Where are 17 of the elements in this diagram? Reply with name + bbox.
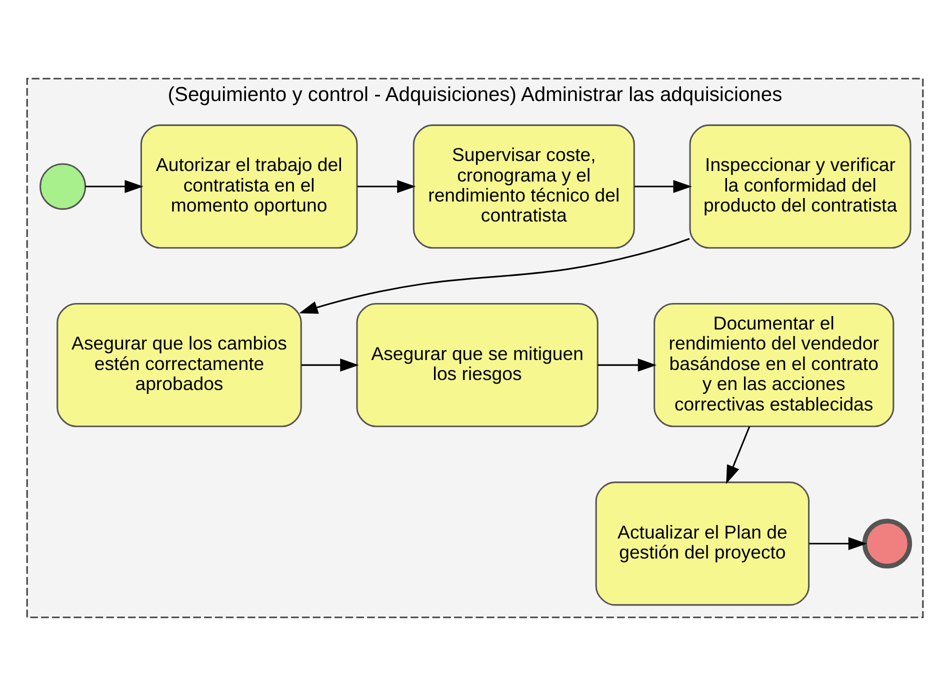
node-box: Asegurar que los cambios estén correctamente aprobados: [56, 302, 302, 427]
arrow: [598, 358, 657, 372]
node-circle: [862, 518, 912, 568]
arrow: [299, 238, 690, 314]
arrow: [726, 426, 750, 484]
node-box: Documentar el rendimiento del vendedor basándose en el contrato y en las acciones correctivas establecidas: [654, 302, 894, 427]
node-box: Autorizar el trabajo del contratista en el momento oportuno: [140, 124, 358, 248]
arrow: [634, 180, 692, 193]
arrow: [302, 358, 359, 372]
node-box: Supervisar coste, cronograma y el rendimiento técnico del contratista: [412, 124, 635, 248]
arrow: [85, 180, 144, 193]
node-box: Asegurar que se mitiguen los riesgos: [356, 302, 598, 427]
node-box: Actualizar el Plan de gestión del proyecto: [595, 481, 810, 606]
arrow: [358, 180, 416, 193]
arrow: [809, 536, 868, 550]
node-box: Inspeccionar y verificar la conformidad del producto del contratista: [689, 124, 912, 248]
node-circle: [40, 162, 86, 210]
